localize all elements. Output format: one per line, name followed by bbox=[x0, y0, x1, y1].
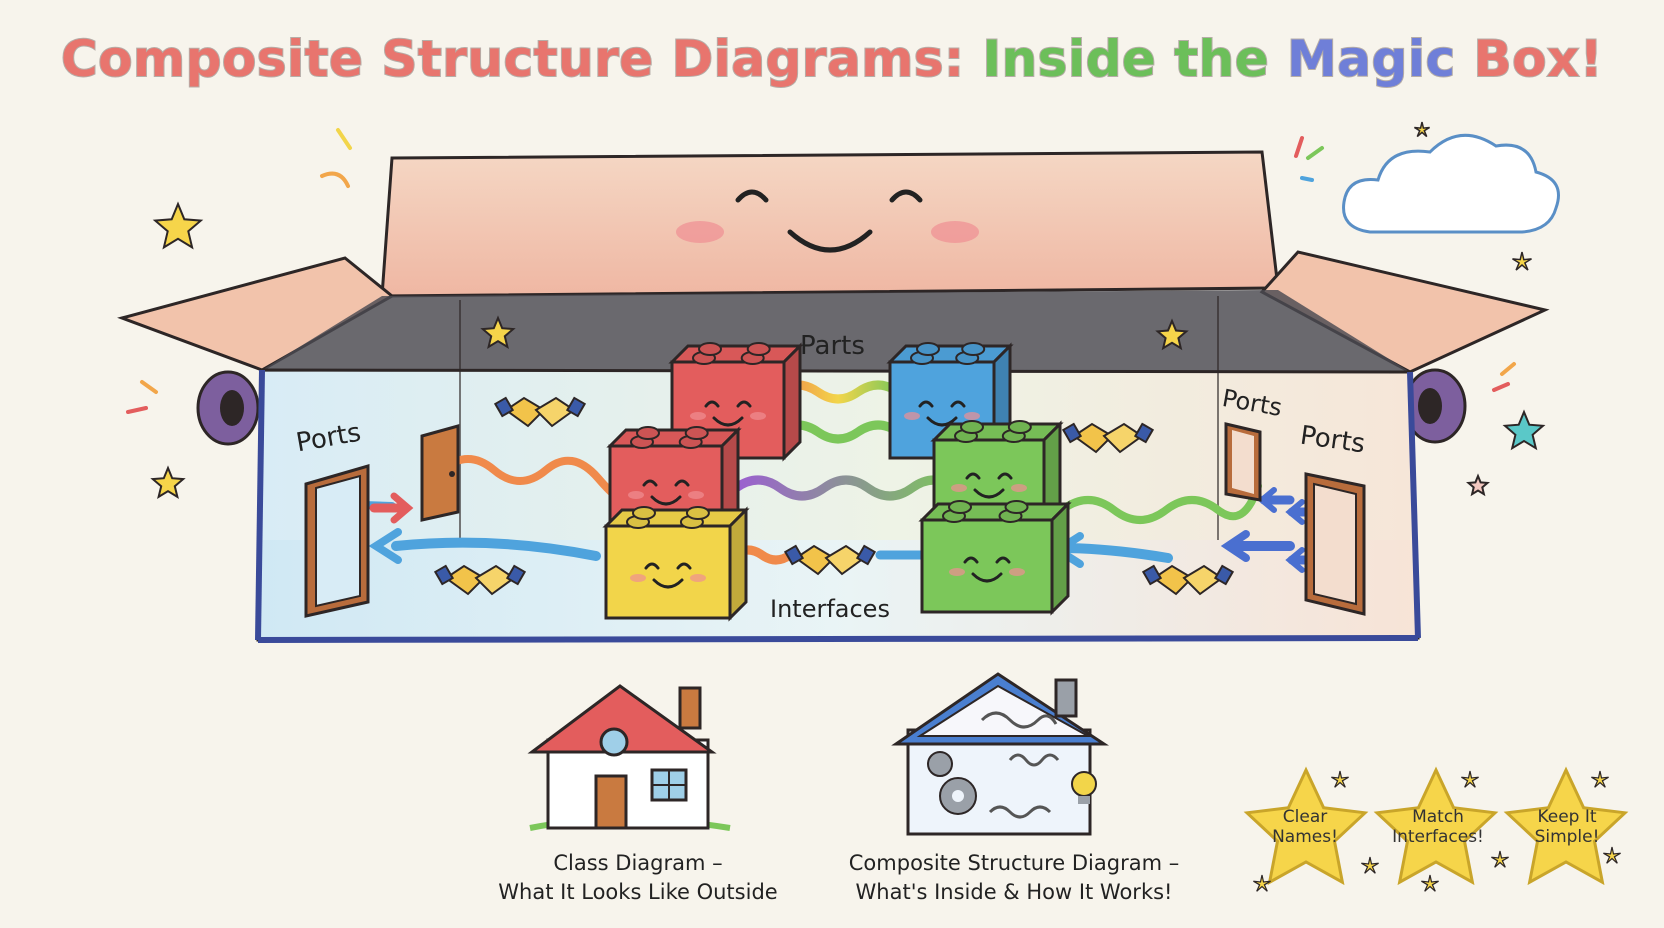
star-icon bbox=[1466, 473, 1490, 497]
tip-stars bbox=[1243, 766, 1629, 892]
caption-composite-line2: What's Inside & How It Works! bbox=[855, 880, 1173, 905]
sparkle-strokes bbox=[126, 128, 1516, 414]
tip-1-line2: Names! bbox=[1272, 826, 1338, 847]
cloud-icon bbox=[1342, 133, 1560, 234]
tip-star-3: Keep It Simple! bbox=[1512, 807, 1622, 847]
house-class-diagram bbox=[527, 684, 731, 831]
handshake-icon bbox=[433, 564, 527, 596]
title-part1: Composite Structure Diagrams: bbox=[60, 29, 965, 89]
sparkle-icon bbox=[1421, 874, 1439, 892]
handshake-icon bbox=[1141, 564, 1235, 596]
lid-smile bbox=[787, 229, 873, 253]
tip-star-icon bbox=[1373, 766, 1499, 886]
page-title: Composite Structure Diagrams: Inside the… bbox=[0, 29, 1664, 89]
block-yellow bbox=[602, 506, 750, 622]
title-part2: Inside the bbox=[981, 29, 1270, 89]
block-red bbox=[606, 426, 742, 536]
caption-composite-line1: Composite Structure Diagram – bbox=[848, 851, 1180, 875]
caption-class-line2: What It Looks Like Outside bbox=[498, 880, 778, 905]
sparkle-icon bbox=[1591, 770, 1609, 788]
tip-star-2: Match Interfaces! bbox=[1380, 807, 1496, 847]
handshake-icon bbox=[1061, 422, 1155, 454]
label-parts: Parts bbox=[800, 331, 865, 361]
sparkle-icon bbox=[1331, 770, 1349, 788]
star-icon bbox=[150, 465, 186, 500]
box-lid bbox=[380, 150, 1280, 298]
tip-star-1: Clear Names! bbox=[1250, 807, 1360, 847]
star-icon bbox=[480, 315, 516, 350]
lid-eye-right bbox=[889, 189, 923, 203]
caption-class-diagram: Class Diagram – What It Looks Like Outsi… bbox=[482, 851, 794, 905]
tip-3-line2: Simple! bbox=[1534, 826, 1600, 847]
title-part3: Magic bbox=[1286, 29, 1456, 89]
house-composite-diagram bbox=[891, 672, 1109, 836]
connector-right-port bbox=[1058, 482, 1262, 524]
handshakes bbox=[433, 396, 1235, 596]
caption-composite-diagram: Composite Structure Diagram – What's Ins… bbox=[832, 851, 1196, 905]
sparkle-icon bbox=[1361, 856, 1379, 874]
star-icon bbox=[1502, 409, 1546, 451]
label-interfaces: Interfaces bbox=[770, 595, 890, 623]
parts-blocks bbox=[602, 342, 1072, 622]
star-icon bbox=[1155, 318, 1189, 351]
title-part4: Box! bbox=[1473, 29, 1604, 89]
sparkle-icon bbox=[1491, 850, 1509, 868]
sparkle-icon bbox=[1461, 770, 1479, 788]
sparkle-icon bbox=[1603, 846, 1621, 864]
port-door-left bbox=[304, 464, 370, 618]
decor-stars bbox=[150, 121, 1546, 500]
tip-1-line1: Clear bbox=[1282, 807, 1328, 827]
port-door-right-inner bbox=[1224, 422, 1262, 502]
tip-2-line2: Interfaces! bbox=[1392, 826, 1484, 847]
caption-class-line1: Class Diagram – bbox=[553, 851, 723, 875]
port-door-left-inner bbox=[420, 424, 460, 522]
handshake-icon bbox=[493, 396, 587, 428]
tip-star-icon bbox=[1243, 766, 1369, 886]
connector-middle bbox=[731, 475, 961, 501]
sparkle-icon bbox=[1512, 251, 1532, 271]
sparkle-icon bbox=[1253, 874, 1271, 892]
star-icon bbox=[152, 201, 204, 250]
tip-3-line1: Keep It bbox=[1537, 807, 1597, 827]
port-door-right bbox=[1304, 472, 1366, 616]
tip-2-line1: Match bbox=[1412, 807, 1464, 827]
block-green bbox=[918, 500, 1072, 616]
tip-star-icon bbox=[1503, 766, 1629, 886]
sparkle-icon bbox=[1414, 121, 1430, 138]
handshake-icon bbox=[783, 544, 877, 576]
lid-eye-left bbox=[735, 189, 769, 203]
